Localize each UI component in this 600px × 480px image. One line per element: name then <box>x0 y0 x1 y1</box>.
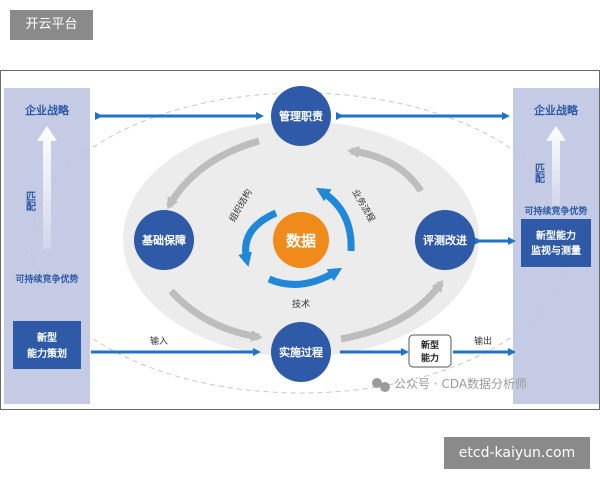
node-bottom <box>271 322 331 382</box>
output-label: 输出 <box>474 335 492 347</box>
right-advantage-label: 可持续竞争优势 <box>524 205 587 217</box>
right-box-line1: 新型能力 <box>536 229 576 242</box>
left-up-arrow <box>37 126 57 249</box>
bottom-badge: etcd-kaiyun.com <box>444 437 590 469</box>
capability-box <box>408 334 452 368</box>
capability-line2: 能力 <box>421 352 439 364</box>
node-center-label: 数据 <box>286 232 316 250</box>
right-capability-box <box>521 219 591 267</box>
right-up-arrow <box>546 126 566 206</box>
node-top-label: 管理职责 <box>279 109 323 123</box>
node-left <box>134 210 194 270</box>
blue-cycle-arrow-bottom <box>267 267 343 288</box>
top-badge: 开云平台 <box>10 10 93 40</box>
input-label: 输入 <box>150 335 168 347</box>
node-top <box>271 86 331 146</box>
gray-arrow-bottom-to-right <box>340 279 444 343</box>
blue-cycle-arrow-right <box>315 187 355 252</box>
node-bottom-label: 实施过程 <box>279 345 323 359</box>
gray-arrow-right-to-top <box>347 146 424 193</box>
wechat-icon <box>372 378 390 392</box>
blue-cycle-arrow-left <box>238 209 278 267</box>
node-left-label: 基础保障 <box>141 233 186 247</box>
gray-arrow-left-to-bottom <box>168 288 263 342</box>
right-match-label: 匹配 <box>533 163 545 184</box>
left-box-line1: 新型 <box>37 331 57 344</box>
node-right-label: 评测改进 <box>423 233 467 247</box>
capability-line1: 新型 <box>421 339 439 351</box>
node-center <box>273 212 329 268</box>
diagram-frame: 管理职责 基础保障 评测改进 实施过程 数据 企业战略 匹配 可持续竞争优势 新… <box>0 70 600 410</box>
right-box-line2: 监视与测量 <box>531 244 581 257</box>
left-advantage-label: 可持续竞争优势 <box>15 273 78 285</box>
left-capability-box <box>13 321 81 369</box>
diagram-canvas: 管理职责 基础保障 评测改进 实施过程 数据 企业战略 匹配 可持续竞争优势 新… <box>4 86 599 404</box>
right-strategy-label: 企业战略 <box>533 103 579 117</box>
gray-arrow-top-to-left <box>165 137 260 210</box>
left-match-label: 匹配 <box>24 191 36 212</box>
watermark-text: 公众号 · CDA数据分析师 <box>394 376 527 391</box>
left-strategy-label: 企业战略 <box>24 103 70 117</box>
left-box-line2: 能力策划 <box>27 347 67 360</box>
node-right <box>415 210 475 270</box>
tech-label: 技术 <box>292 298 310 310</box>
